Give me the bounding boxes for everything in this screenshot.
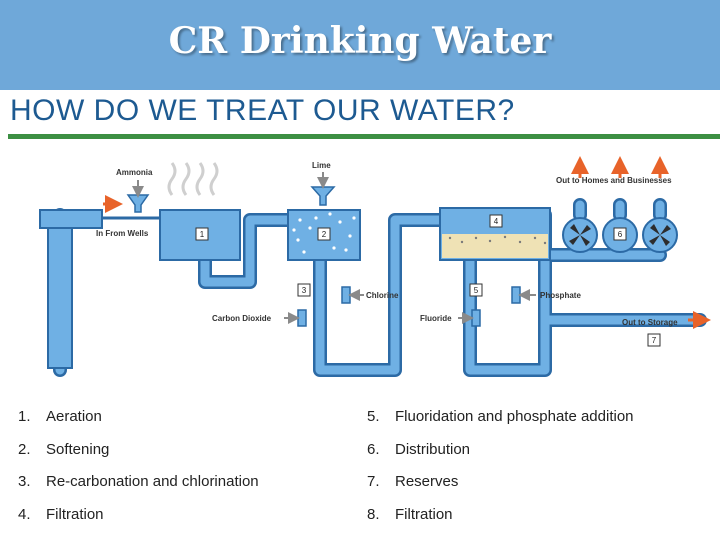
- water-treatment-diagram: 1 2 3 4 5 6 7 Ammonia Lime In From Wells…: [39, 156, 711, 377]
- step-box-4: [489, 214, 503, 228]
- list-number: 2.: [18, 441, 31, 458]
- step-box-3: [297, 283, 311, 297]
- label-in-from-wells: In From Wells: [96, 229, 149, 238]
- list-label: Filtration: [395, 506, 453, 523]
- list-label: Aeration: [46, 408, 102, 425]
- label-out-homes: Out to Homes and Businesses: [556, 176, 672, 185]
- well-shaft: [47, 227, 73, 369]
- distribution-pumps: [562, 217, 678, 253]
- list-number: 7.: [367, 473, 380, 490]
- list-item: 7. Reserves: [367, 473, 458, 490]
- step-num-6: 6: [618, 230, 623, 239]
- banner-underline: [8, 134, 720, 139]
- list-item: 5. Fluoridation and phosphate addition: [367, 408, 634, 425]
- label-ammonia: Ammonia: [116, 168, 153, 177]
- banner-title: HOW DO WE TREAT OUR WATER?: [10, 94, 515, 127]
- list-item: 2. Softening: [18, 441, 109, 458]
- list-number: 1.: [18, 408, 31, 425]
- list-label: Reserves: [395, 473, 459, 490]
- step-num-5: 5: [474, 286, 479, 295]
- step-box-5: [469, 283, 483, 297]
- label-fluoride: Fluoride: [420, 314, 452, 323]
- section-banner: HOW DO WE TREAT OUR WATER?: [8, 94, 720, 139]
- list-label: Re-carbonation and chlorination: [46, 473, 259, 490]
- list-label: Filtration: [46, 506, 104, 523]
- step-box-1: [195, 227, 209, 241]
- step-num-4: 4: [494, 217, 499, 226]
- step-num-3: 3: [302, 286, 307, 295]
- ammonia-funnel: [126, 194, 150, 213]
- label-carbon-dioxide: Carbon Dioxide: [212, 314, 272, 323]
- step-num-7: 7: [652, 336, 657, 345]
- lime-funnel: [310, 186, 336, 206]
- well-top: [39, 209, 103, 229]
- step-num-1: 1: [200, 230, 205, 239]
- step-box-6: [613, 227, 627, 241]
- list-item: 8. Filtration: [367, 506, 453, 523]
- list-item: 3. Re-carbonation and chlorination: [18, 473, 259, 490]
- list-number: 4.: [18, 506, 31, 523]
- page-title: CR Drinking Water: [168, 20, 552, 62]
- list-item: 1. Aeration: [18, 408, 102, 425]
- list-item: 6. Distribution: [367, 441, 470, 458]
- list-item: 4. Filtration: [18, 506, 104, 523]
- list-label: Fluoridation and phosphate addition: [395, 408, 634, 425]
- list-number: 6.: [367, 441, 380, 458]
- label-out-storage: Out to Storage: [622, 318, 678, 327]
- filter-media: [442, 234, 548, 258]
- step-box-7: [647, 333, 661, 347]
- list-label: Softening: [46, 441, 110, 458]
- list-number: 5.: [367, 408, 380, 425]
- list-number: 3.: [18, 473, 31, 490]
- list-number: 8.: [367, 506, 380, 523]
- step-box-2: [317, 227, 331, 241]
- label-lime: Lime: [312, 161, 331, 170]
- header-bar: CR Drinking Water: [0, 0, 720, 90]
- list-label: Distribution: [395, 441, 471, 458]
- label-chlorine: Chlorine: [366, 291, 399, 300]
- step-num-2: 2: [322, 230, 327, 239]
- label-phosphate: Phosphate: [540, 291, 581, 300]
